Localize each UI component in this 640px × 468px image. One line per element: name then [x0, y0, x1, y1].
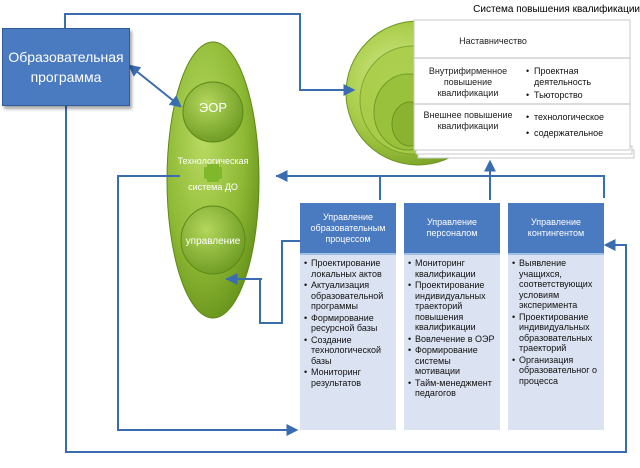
row-mentoring-label: Наставничество [459, 36, 527, 46]
column-process-header: Управление образовательным процессом [300, 203, 396, 255]
row-internal-bullet-1: Проектная деятельность [526, 66, 628, 88]
technological-label: Технологическая [177, 156, 249, 166]
column-process-body: Проектирование локальных актов Актуализа… [300, 255, 396, 430]
education-program-box: Образовательная программа [2, 28, 130, 106]
connector-left [117, 175, 299, 436]
column-staff-body: Мониторинг квалификации Проектирование и… [404, 255, 500, 430]
column-process-item: Мониторинг результатов [304, 367, 392, 388]
connectors [64, 13, 627, 453]
row-external-bullet-1: технологическое [526, 112, 634, 123]
column-staff-item: Вовлечение в ОЭР [408, 334, 496, 345]
management-circle [180, 205, 246, 275]
column-staff-item: Проектирование индивидуальных траекторий… [408, 280, 496, 333]
column-contingent-header: Управление контингентом [508, 203, 604, 255]
connector-edu-eor [128, 64, 182, 108]
row-internal-label: Внутрифирменное повышение квалификации [428, 66, 508, 98]
column-staff-item: Мониторинг квалификации [408, 258, 496, 279]
column-staff-title: Управление персоналом [426, 217, 478, 238]
column-staff-item: Формирование системы мотивации [408, 345, 496, 377]
row-internal-bullet-2: Тьюторство [526, 90, 628, 101]
column-process-title: Управление образовательным процессом [310, 211, 386, 244]
row-external-label: Внешнее повышение квалификации [423, 110, 513, 131]
eor-label: ЭОР [198, 100, 228, 115]
management-label: управление [185, 236, 241, 247]
connector-bottom [65, 104, 627, 453]
skills-system-title: Система повышения квалификации [473, 4, 640, 15]
column-contingent-item: Организация образовательног о процесса [512, 355, 600, 387]
plus-icon [204, 164, 222, 182]
column-contingent-item: Проектирование индивидуальных образовате… [512, 312, 600, 354]
eor-circle [182, 81, 244, 143]
column-staff-item: Тайм-менеджмент педагогов [408, 378, 496, 399]
column-process-item: Создание технологической базы [304, 335, 392, 367]
column-contingent-body: Выявление учащихся, соответствующих усло… [508, 255, 604, 430]
system-do-label: система ДО [188, 182, 238, 192]
column-process-item: Формирование ресурсной базы [304, 313, 392, 334]
column-contingent-item: Выявление учащихся, соответствующих усло… [512, 258, 600, 311]
column-process-item: Актуализация образовательной программы [304, 280, 392, 312]
column-process-item: Проектирование локальных актов [304, 258, 392, 279]
education-program-label: Образовательная программа [8, 49, 124, 85]
column-staff-header: Управление персоналом [404, 203, 500, 255]
column-contingent-title: Управление контингентом [527, 217, 585, 238]
connector-top [64, 13, 356, 96]
row-external-bullet-2: содержательное [526, 128, 634, 139]
connector-columns-bar [276, 175, 605, 198]
